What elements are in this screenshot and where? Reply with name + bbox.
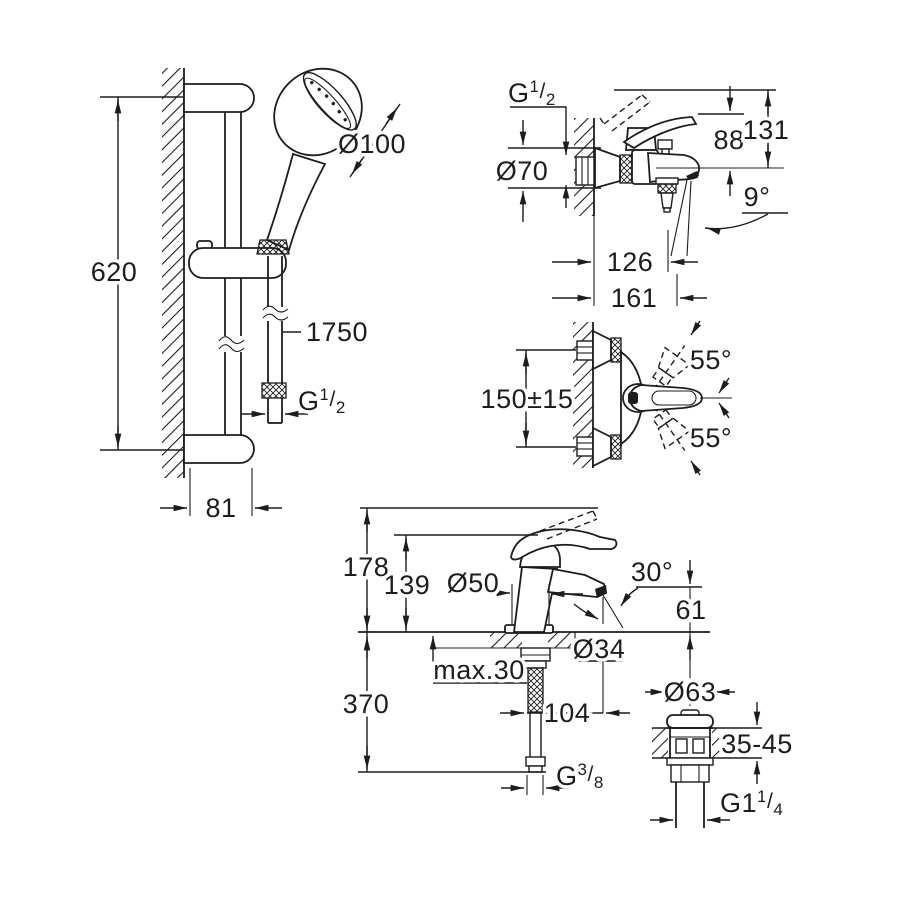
dim-100-label: Ø100	[338, 129, 406, 159]
dim-3545-label: 35-45	[721, 729, 793, 759]
lever-handle-raised-ghost	[599, 94, 651, 132]
push-cap	[666, 709, 714, 729]
dim-370-label: 370	[343, 689, 390, 719]
dim-1750: 1750	[283, 314, 371, 351]
dim-1750-label: 1750	[306, 317, 368, 347]
dim-70: Ø70	[492, 120, 601, 222]
basin-mixer-drawing: 178 139 Ø50 30°	[339, 507, 710, 796]
wall-hatch	[162, 68, 185, 478]
dim-88-label: 88	[713, 125, 744, 155]
dim-178: 178	[339, 507, 598, 632]
dim-50-label: Ø50	[447, 568, 500, 598]
dim-30deg: 30°	[573, 554, 676, 629]
deck-hatch	[432, 632, 578, 649]
shower-outlet	[655, 177, 679, 213]
dim-620: 620	[87, 96, 184, 451]
lever-handle	[510, 528, 618, 561]
hand-shower-handle	[265, 152, 327, 252]
dim-55-top: 55°	[686, 320, 735, 394]
dim-81-label: 81	[205, 493, 236, 523]
dim-150-label: 150±15	[481, 384, 574, 414]
rail-top-bracket	[183, 83, 255, 113]
dim-30deg-label: 30°	[631, 557, 673, 587]
dim-9deg-label: 9°	[744, 182, 771, 212]
dim-61: 61	[636, 560, 710, 706]
top-connection	[576, 329, 622, 371]
shower-hose	[261, 256, 289, 424]
dim-70-label: Ø70	[496, 156, 549, 186]
dim-161-label: 161	[611, 283, 658, 313]
dim-9deg: 9°	[704, 179, 788, 235]
dim-126: 126	[552, 230, 698, 281]
drain-valve-drawing: Ø63 35-45	[645, 674, 796, 828]
bath-mixer-top-drawing: 55° 55° 150±15	[477, 320, 735, 476]
dim-g114-label: G11/4	[720, 787, 783, 819]
dim-63: Ø63	[645, 674, 735, 711]
dim-150: 150±15	[477, 349, 576, 448]
dim-61-label: 61	[675, 595, 706, 625]
dim-g-half: G1/2	[242, 382, 349, 421]
dim-104-label: 104	[544, 698, 591, 728]
dim-178-label: 178	[343, 552, 390, 582]
bottom-connection	[576, 426, 622, 468]
dim-34: Ø34	[569, 631, 628, 713]
mixer-body-top	[620, 350, 642, 446]
dim-100: Ø100	[334, 103, 409, 178]
dim-131-88: 88 131	[614, 86, 792, 196]
dim-81: 81	[160, 468, 282, 527]
dim-g-half: G1/2	[505, 74, 570, 208]
basin-faucet	[504, 510, 618, 634]
dim-g-half-label: G1/2	[298, 385, 346, 417]
valve-body	[666, 728, 714, 828]
shower-rail-drawing: 620 Ø100 1750 G1/2 81	[87, 67, 409, 527]
dim-104: 104	[500, 695, 630, 732]
stream-lines	[670, 179, 692, 257]
spout-outlet	[595, 585, 607, 598]
dim-139: 139	[380, 534, 538, 632]
dim-139-label: 139	[384, 570, 431, 600]
s-union	[575, 146, 633, 190]
dim-34-label: Ø34	[573, 634, 626, 664]
dim-126-label: 126	[607, 247, 654, 277]
dim-g38: G3/8	[501, 757, 607, 796]
wall-hatch	[574, 118, 595, 306]
dim-370: 370	[339, 632, 546, 773]
dim-55-top-label: 55°	[690, 345, 732, 375]
spray-nozzles	[310, 80, 347, 122]
hand-shower-head	[273, 67, 363, 157]
dim-3545: 35-45	[718, 702, 796, 784]
dim-55-bottom-label: 55°	[690, 423, 732, 453]
dim-50: Ø50	[443, 565, 583, 624]
dim-g114: G11/4	[650, 784, 786, 824]
lever-handle	[622, 116, 698, 150]
shower-rail-tube	[218, 112, 245, 435]
dim-max30: max.30	[429, 635, 528, 689]
glide-holder	[188, 239, 290, 279]
dim-max30-label: max.30	[433, 655, 525, 685]
lever-raised-ghost	[539, 510, 598, 540]
dim-g38-label: G3/8	[556, 760, 604, 792]
dim-g-half-label: G1/2	[508, 77, 556, 109]
bath-mixer-side-drawing: G1/2 Ø70 88 131 9°	[492, 74, 792, 317]
dim-161: 161	[552, 274, 707, 317]
rail-bottom-bracket	[183, 434, 255, 464]
lever-top-view	[622, 383, 703, 413]
spout-outlet	[686, 171, 699, 180]
dim-131-label: 131	[743, 115, 790, 145]
dim-63-label: Ø63	[664, 677, 717, 707]
dim-55-bottom: 55°	[686, 402, 735, 476]
dim-620-label: 620	[91, 257, 138, 287]
supply-hose	[520, 647, 551, 773]
